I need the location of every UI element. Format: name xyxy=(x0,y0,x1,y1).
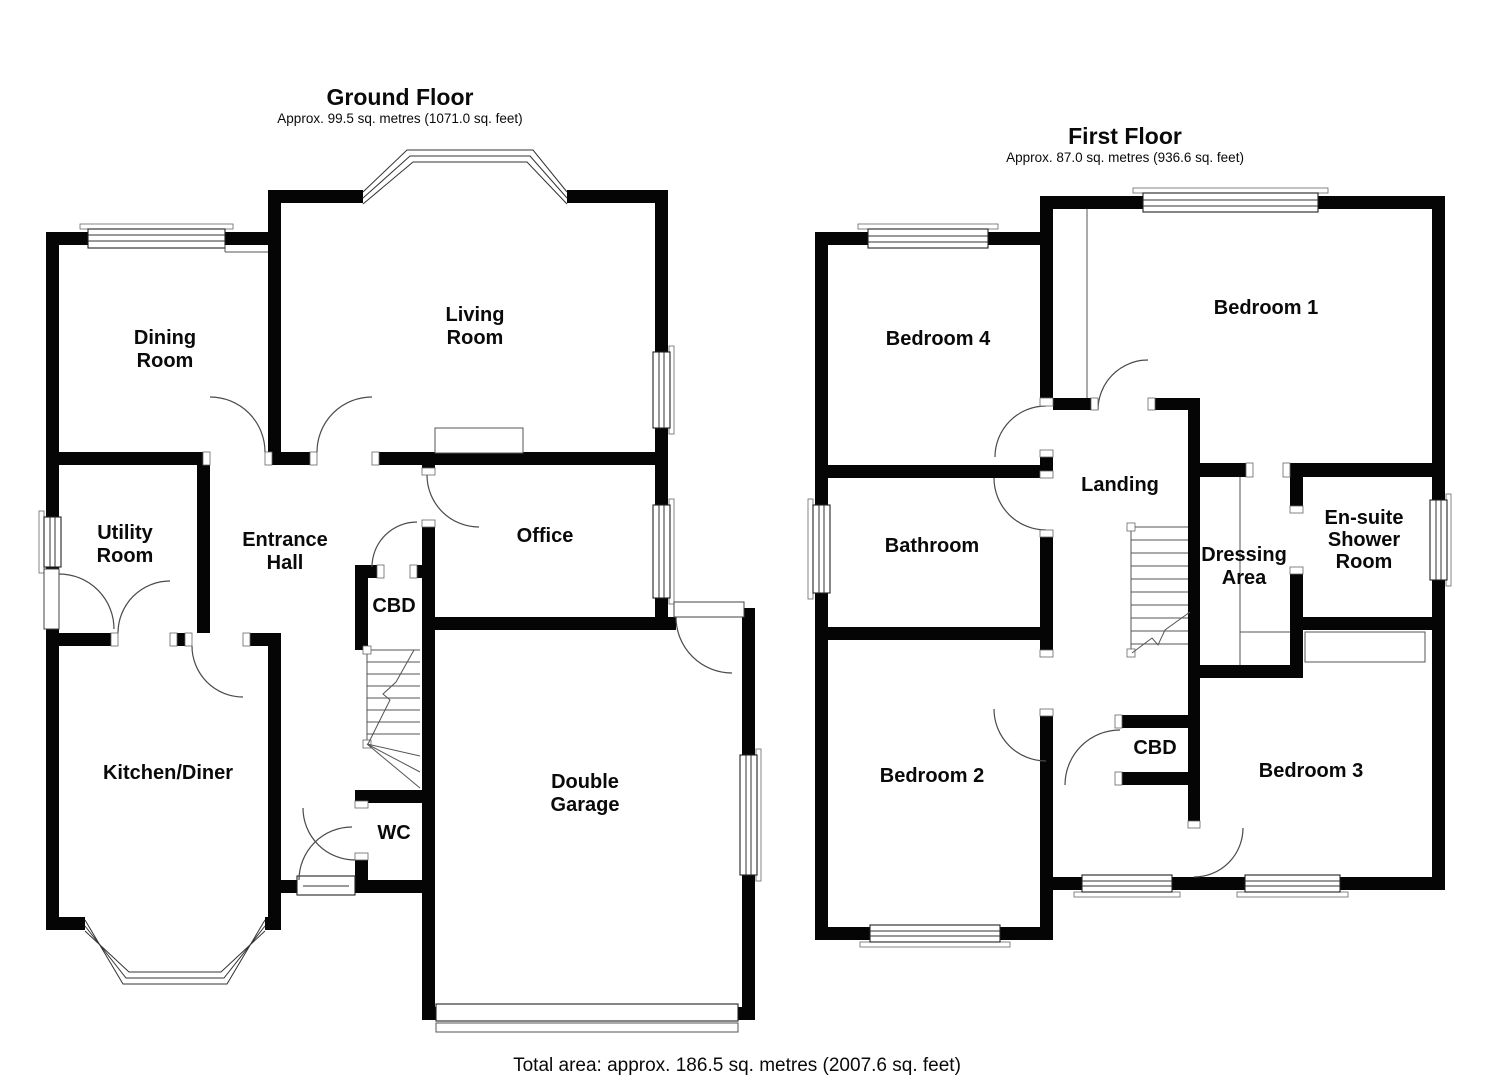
cbd-label-ground: CBD xyxy=(372,595,415,617)
bedroom-4-label: Bedroom 4 xyxy=(886,328,991,350)
window xyxy=(859,924,1011,948)
double-garage-label-line-2: Garage xyxy=(551,794,620,816)
door-arc xyxy=(675,616,733,674)
living-room-label-line-1: Living xyxy=(446,304,505,326)
ground-floor-header: Ground Floor Approx. 99.5 sq. metres (10… xyxy=(277,84,522,126)
first-floor-header: First Floor Approx. 87.0 sq. metres (936… xyxy=(1006,123,1244,165)
garage-side-door-leaf xyxy=(673,601,745,618)
first-floor-stairs xyxy=(1126,522,1191,658)
window xyxy=(857,223,999,249)
window xyxy=(79,223,234,249)
back-door xyxy=(296,875,356,896)
utility-room-label-line-2: Room xyxy=(97,545,154,567)
dining-room-label-line-1: Dining xyxy=(134,327,196,349)
utility-room-label-line-1: Utility xyxy=(97,522,153,544)
bedroom3-wardrobe xyxy=(1304,631,1426,663)
first-floor-details xyxy=(1086,209,1426,665)
bathroom-label: Bathroom xyxy=(885,535,979,557)
first-floor-doors xyxy=(993,359,1304,878)
stairs-down-arrow xyxy=(1131,611,1191,654)
stairs-up-arrow xyxy=(367,649,415,745)
door-arc xyxy=(993,477,1047,531)
door-arc xyxy=(302,807,356,861)
door-arc xyxy=(191,645,244,698)
door-arc xyxy=(316,396,373,453)
living-room-label-line-2: Room xyxy=(447,327,504,349)
door-arc xyxy=(298,826,353,881)
bedroom-2-label: Bedroom 2 xyxy=(880,765,984,787)
bay-window xyxy=(362,149,568,205)
window xyxy=(1132,187,1329,213)
dressing-area-label-line-2: Area xyxy=(1222,567,1267,589)
landing-label: Landing xyxy=(1081,474,1159,496)
ground-floor-area: Approx. 99.5 sq. metres (1071.0 sq. feet… xyxy=(277,111,522,126)
door-arc xyxy=(371,521,418,568)
fireplace xyxy=(434,427,524,454)
total-area-label: Total area: approx. 186.5 sq. metres (20… xyxy=(513,1055,961,1076)
ensuite-label-line-2: Shower xyxy=(1328,529,1400,551)
window xyxy=(1236,874,1349,898)
wall-step-detail xyxy=(224,245,268,253)
door-arc xyxy=(117,580,171,634)
ground-floor-stairs xyxy=(362,645,421,789)
ensuite-label-line-3: Room xyxy=(1336,551,1393,573)
door-arc xyxy=(1064,729,1121,786)
window xyxy=(652,498,675,605)
ground-floor-doors xyxy=(58,396,733,881)
dining-room-label-line-2: Room xyxy=(137,350,194,372)
exterior-door-leaf xyxy=(43,568,60,630)
ensuite-label-line-1: En-suite xyxy=(1325,507,1404,529)
first-floor-windows xyxy=(807,187,1452,948)
door-arc xyxy=(994,405,1047,458)
cbd-label-first: CBD xyxy=(1133,737,1176,759)
ground-floor-labels: Dining Room Living Room Utility Room Ent… xyxy=(97,304,620,844)
window xyxy=(807,498,831,600)
bedroom-3-label: Bedroom 3 xyxy=(1259,760,1363,782)
bay-window xyxy=(84,917,266,986)
window xyxy=(739,748,762,882)
ground-floor-windows xyxy=(38,149,762,1033)
door-arc xyxy=(1193,827,1244,878)
double-garage-label-line-1: Double xyxy=(551,771,619,793)
window xyxy=(1073,874,1181,898)
window xyxy=(1429,493,1452,587)
door-arc xyxy=(426,474,480,528)
door-arc xyxy=(1097,359,1149,411)
entrance-hall-label-line-2: Hall xyxy=(267,552,304,574)
office-label: Office xyxy=(517,525,574,547)
kitchen-diner-label: Kitchen/Diner xyxy=(103,762,233,784)
first-floor-area: Approx. 87.0 sq. metres (936.6 sq. feet) xyxy=(1006,150,1244,165)
door-arc xyxy=(993,708,1047,762)
window xyxy=(38,510,62,574)
door-arc xyxy=(58,573,115,630)
entrance-hall-label-line-1: Entrance xyxy=(242,529,328,551)
ground-floor-plan: Ground Floor Approx. 99.5 sq. metres (10… xyxy=(38,84,762,1033)
first-floor-title: First Floor xyxy=(1068,123,1182,149)
ground-floor-title: Ground Floor xyxy=(327,84,474,110)
first-floor-labels: Bedroom 4 Bedroom 1 Landing Bathroom Dre… xyxy=(880,297,1404,787)
window xyxy=(652,345,675,435)
bedroom-1-label: Bedroom 1 xyxy=(1214,297,1318,319)
dressing-area-label-line-1: Dressing xyxy=(1201,544,1287,566)
first-floor-plan: First Floor Approx. 87.0 sq. metres (936… xyxy=(807,123,1452,948)
garage-door xyxy=(435,1003,739,1033)
door-arc xyxy=(209,396,266,453)
wc-label: WC xyxy=(377,822,410,844)
